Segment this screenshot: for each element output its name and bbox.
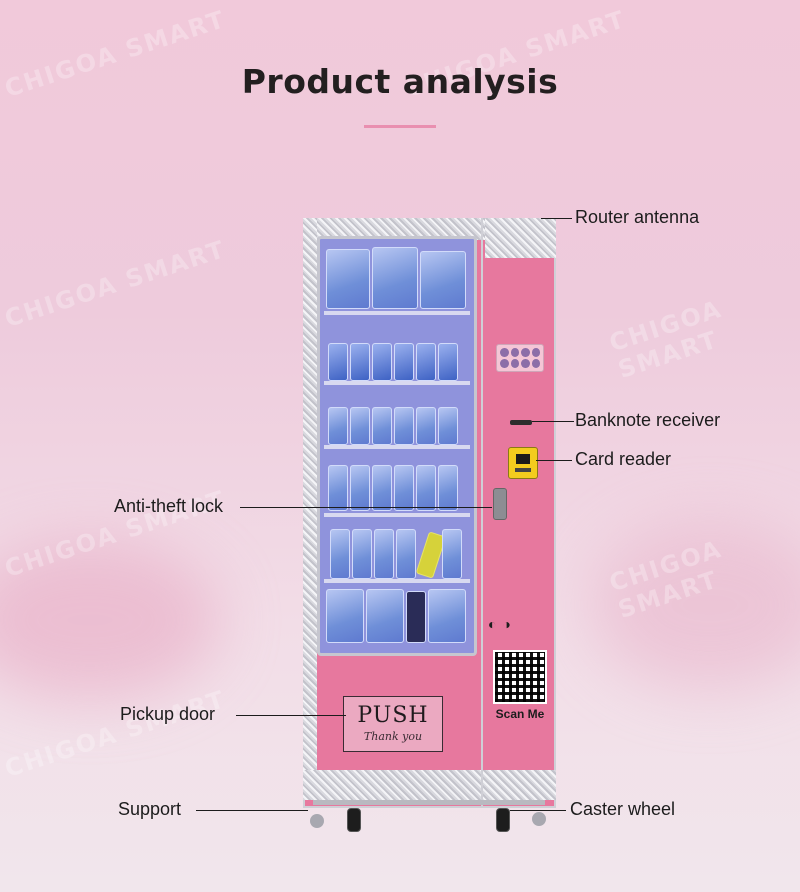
support-leader <box>196 810 308 811</box>
caster-wheel-icon <box>496 808 510 832</box>
product-item <box>394 465 414 511</box>
scan-me-label: Scan Me <box>495 707 545 721</box>
shelf <box>324 579 470 583</box>
pickup-door-flap[interactable]: PUSH Thank you <box>343 696 443 752</box>
product-item <box>394 343 414 381</box>
product-item <box>394 407 414 445</box>
product-item <box>328 343 348 381</box>
card-reader-leader <box>536 460 572 461</box>
card-reader-device[interactable] <box>508 447 538 479</box>
background-haze <box>590 520 800 690</box>
shelf <box>324 445 470 449</box>
product-item <box>366 589 404 643</box>
base-rail <box>313 800 545 805</box>
product-item <box>326 249 370 309</box>
banknote-receiver-label: Banknote receiver <box>575 410 721 430</box>
shelf <box>324 513 470 517</box>
product-item <box>350 407 370 445</box>
product-item <box>372 407 392 445</box>
product-item <box>330 529 350 579</box>
title-underline <box>364 125 436 128</box>
product-item <box>352 529 372 579</box>
card-reader-label: Card reader <box>575 449 672 469</box>
product-item <box>420 251 466 309</box>
pickup-door-leader <box>236 715 346 716</box>
banknote-receiver-leader <box>532 421 574 422</box>
watermark: CHIGOA SMART <box>605 294 726 384</box>
support-foot-icon <box>310 814 324 828</box>
banknote-slot[interactable] <box>510 420 532 425</box>
product-item <box>350 343 370 381</box>
thank-you-label: Thank you <box>363 730 423 743</box>
router-antenna-leader <box>541 218 572 219</box>
glitter-bottom-trim <box>303 770 556 800</box>
product-item <box>438 465 458 511</box>
caster-wheel-leader <box>510 810 566 811</box>
vending-machine: ◐◑ Scan Me PUSH Thank you <box>303 218 556 832</box>
product-item <box>438 343 458 381</box>
eyelash-logo-icon: ◐◑ <box>488 616 517 632</box>
product-item <box>326 589 364 643</box>
product-item <box>372 247 418 309</box>
product-item <box>374 529 394 579</box>
product-item <box>372 343 392 381</box>
product-item <box>396 529 416 579</box>
anti-theft-lock-device[interactable] <box>493 488 507 520</box>
background-haze <box>0 540 220 700</box>
shelf <box>324 381 470 385</box>
product-item <box>328 407 348 445</box>
pickup-door-label: Pickup door <box>120 704 216 724</box>
support-foot-icon <box>532 812 546 826</box>
caster-wheel-icon <box>347 808 361 832</box>
push-label: PUSH <box>357 703 429 728</box>
product-item <box>442 529 462 579</box>
caster-wheel-label: Caster wheel <box>570 799 676 819</box>
glitter-right-trim <box>485 218 556 258</box>
display-window <box>317 236 477 656</box>
anti-theft-lock-leader <box>240 507 492 508</box>
shelf <box>324 311 470 315</box>
qr-code-icon[interactable] <box>493 650 547 704</box>
door-divider <box>481 218 483 808</box>
product-item <box>328 465 348 511</box>
support-label: Support <box>118 799 182 819</box>
watermark: CHIGOA SMART <box>1 685 230 783</box>
product-item <box>438 407 458 445</box>
router-antenna-label: Router antenna <box>575 207 700 227</box>
product-item <box>416 343 436 381</box>
product-item <box>406 591 426 643</box>
product-item <box>416 465 436 511</box>
product-item <box>372 465 392 511</box>
product-item <box>428 589 466 643</box>
selection-keypad[interactable] <box>496 344 544 372</box>
product-item <box>350 465 370 511</box>
watermark: CHIGOA SMART <box>1 235 230 333</box>
anti-theft-lock-label: Anti-theft lock <box>114 496 224 516</box>
product-item <box>416 407 436 445</box>
glitter-left-trim <box>303 218 317 798</box>
page-title: Product analysis <box>241 62 559 101</box>
